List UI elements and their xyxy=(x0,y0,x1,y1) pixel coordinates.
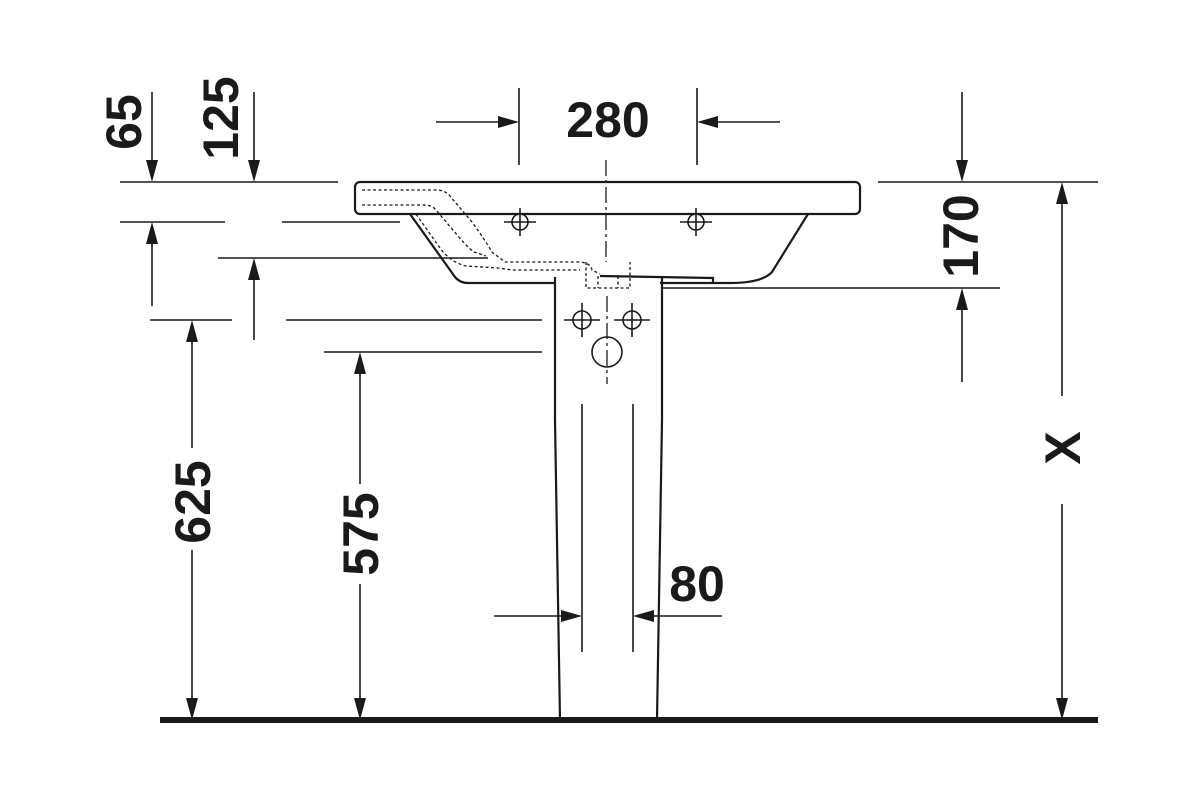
hidden-drain xyxy=(585,262,631,289)
basin-drain-step xyxy=(599,274,715,283)
dim-170: 170 xyxy=(933,92,989,382)
extension-lines xyxy=(120,88,1098,353)
basin xyxy=(353,160,862,289)
dim-80: 80 xyxy=(494,556,725,622)
pedestal-left-edge xyxy=(553,277,562,721)
dim-label-575: 575 xyxy=(333,492,389,575)
hidden-bowl-inner xyxy=(362,204,580,271)
dim-125: 125 xyxy=(193,76,260,340)
hidden-bowl-contour xyxy=(362,189,601,275)
basin-rim xyxy=(353,180,862,216)
dim-label-80: 80 xyxy=(669,556,725,612)
pedestal xyxy=(553,277,664,721)
waste-hole xyxy=(591,296,623,384)
dim-label-625: 625 xyxy=(165,460,221,543)
dim-575: 575 xyxy=(333,352,389,720)
pedestal-right-edge xyxy=(655,277,664,721)
dim-280: 280 xyxy=(436,92,780,148)
tap-hole-right xyxy=(680,208,712,236)
dim-x: X xyxy=(1035,182,1091,720)
supply-hole-left xyxy=(564,303,600,337)
dim-label-65: 65 xyxy=(96,94,152,150)
dim-625: 625 xyxy=(165,320,221,720)
basin-bowl xyxy=(409,213,809,285)
dim-label-170: 170 xyxy=(933,194,989,277)
dim-label-125: 125 xyxy=(193,76,249,159)
dim-65: 65 xyxy=(96,92,158,306)
dim-label-280: 280 xyxy=(566,92,649,148)
dim-label-x: X xyxy=(1035,431,1091,464)
supply-hole-right xyxy=(614,303,650,337)
tap-hole-left xyxy=(504,208,536,236)
